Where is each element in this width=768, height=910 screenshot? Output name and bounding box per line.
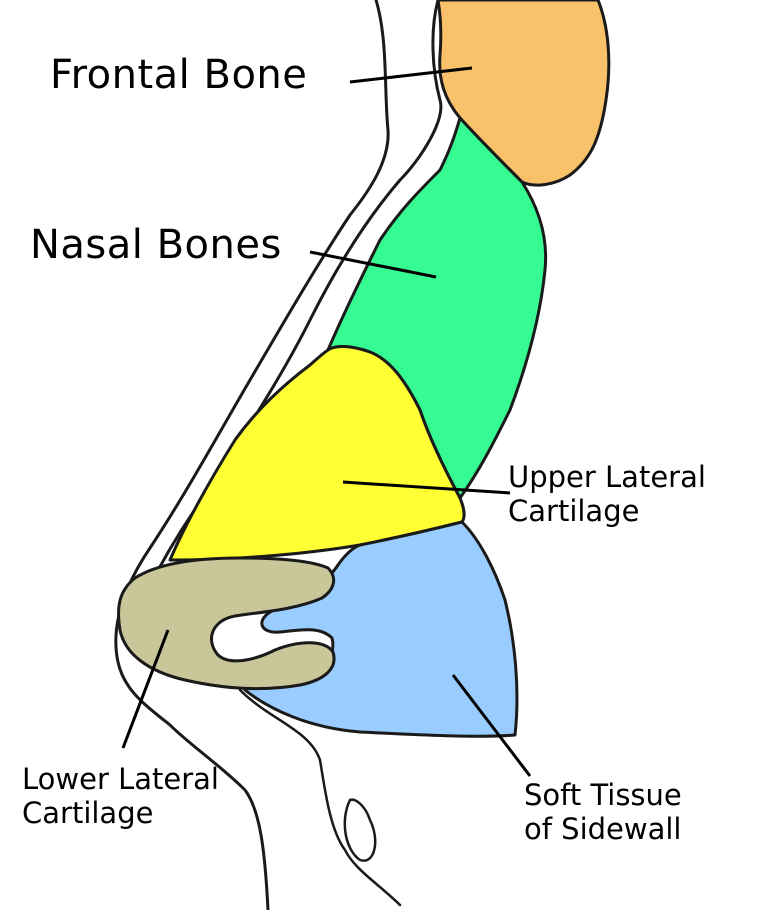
- soft-tissue-label-line1: Soft Tissue: [524, 778, 682, 812]
- upper-lateral-label-line1: Upper Lateral: [508, 460, 706, 494]
- upper-lateral-leader-line: [342, 480, 511, 495]
- soft-tissue-label-line2: of Sidewall: [524, 812, 682, 846]
- skin-profile-outer-line: [114, 0, 390, 910]
- nasal-bones-label: Nasal Bones: [30, 222, 282, 268]
- lower-lateral-cartilage-region: [117, 556, 336, 691]
- lower-lateral-cartilage-label: Lower Lateral Cartilage: [22, 762, 219, 830]
- lower-lateral-label-line2: Cartilage: [22, 796, 154, 830]
- nasal-bones-leader-line: [309, 250, 437, 279]
- upper-lateral-cartilage-label: Upper Lateral Cartilage: [508, 460, 706, 528]
- nostril-outline: [238, 688, 402, 907]
- frontal-bone-label: Frontal Bone: [50, 52, 308, 98]
- upper-lateral-label-line2: Cartilage: [508, 494, 640, 528]
- soft-tissue-of-sidewall-label: Soft Tissue of Sidewall: [524, 778, 682, 846]
- lower-lateral-leader-line: [121, 629, 170, 749]
- frontal-bone-leader-line: [349, 66, 473, 84]
- soft-tissue-leader-line: [451, 674, 532, 777]
- lower-lateral-label-line1: Lower Lateral: [22, 762, 219, 796]
